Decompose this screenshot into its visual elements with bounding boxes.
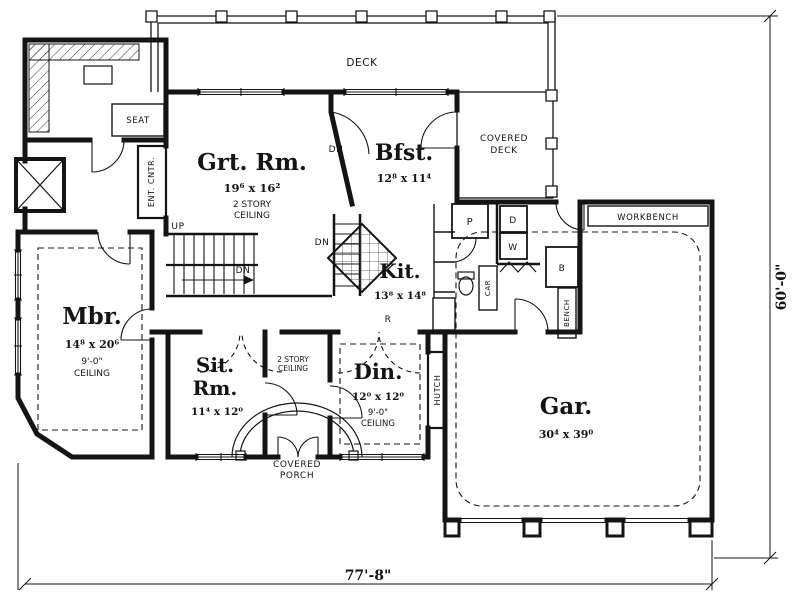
range-label: R <box>385 315 392 325</box>
breakfast-dims: 12⁸ x 11⁴ <box>377 172 432 185</box>
dn-label-stairs: DN <box>236 266 251 276</box>
garage-doors <box>443 518 714 538</box>
hutch-niche <box>426 350 448 430</box>
hutch-label: HUTCH <box>433 375 442 406</box>
utility-area <box>451 203 579 339</box>
garage-name: Gar. <box>540 393 593 420</box>
stair-arrow-head <box>244 275 254 285</box>
mbr-ceiling-dashed <box>37 247 143 431</box>
dim-right-label: 60'-0" <box>774 264 790 311</box>
dining-note2: CEILING <box>361 419 395 429</box>
workbench-label: WORKBENCH <box>617 213 679 223</box>
dim-bottom-line <box>17 463 719 591</box>
sitting-dims: 11⁴ x 12⁰ <box>191 406 243 418</box>
dryer-label: D <box>509 216 517 226</box>
deck-label: DECK <box>346 57 378 69</box>
covered-deck-posts <box>545 89 558 198</box>
breakfast-name: Bfst. <box>375 140 433 166</box>
seat-box <box>111 103 165 137</box>
closet-hatching <box>28 43 140 133</box>
arch-openings-dashed <box>199 331 421 374</box>
porch-line2: PORCH <box>280 471 314 481</box>
master-name: Mbr. <box>62 303 122 330</box>
master-note2: CEILING <box>74 369 110 379</box>
dimension-lines <box>17 9 778 591</box>
master-note1: 9'-0" <box>81 357 102 367</box>
toilet-tank <box>457 271 475 280</box>
seat-label: SEAT <box>126 116 150 126</box>
porch-line1: COVERED <box>273 460 321 470</box>
covered-deck-line2: DECK <box>490 146 518 156</box>
two-story-line2: CEILING <box>278 364 308 373</box>
deck <box>145 10 556 92</box>
closet-strip-left <box>28 43 50 133</box>
cabinet-box <box>478 265 498 311</box>
up-label: UP <box>171 222 184 232</box>
fireplace-x <box>15 158 65 212</box>
master-dims: 14⁸ x 20⁶ <box>65 338 120 351</box>
great-room-name: Grt. Rm. <box>197 149 307 176</box>
covered-deck-line1: COVERED <box>480 134 528 144</box>
covered-deck-outline <box>456 91 554 199</box>
two-story-line1: 2 STORY <box>277 355 309 364</box>
kitchen-island <box>326 222 398 294</box>
exterior-walls <box>15 37 715 523</box>
broom-label: B <box>559 264 566 274</box>
garage-dims: 30⁴ x 39⁰ <box>539 428 594 441</box>
kitchen-name: Kit. <box>379 259 420 283</box>
sitting-name2: Rm. <box>193 376 238 400</box>
deck-posts <box>145 10 556 23</box>
dim-right-line <box>557 9 778 565</box>
garage-piers <box>443 520 714 538</box>
bench-box <box>557 287 577 339</box>
toilet <box>458 276 474 296</box>
great-room-dims: 19⁶ x 16² <box>224 181 281 195</box>
kitchen-counter <box>433 204 455 330</box>
garage-ceiling-dashed <box>455 231 701 507</box>
fireplace <box>14 157 66 213</box>
pantry-label: P <box>467 217 474 228</box>
fireplace-box <box>14 157 66 213</box>
dn-label-backstair: DN <box>315 238 330 248</box>
ent-cntr-label: ENT. CNTR. <box>147 157 156 207</box>
garage-door-panels <box>459 518 690 523</box>
broom-closet <box>545 246 579 288</box>
bench-label: BENCH <box>563 299 571 327</box>
great-room-note2: CEILING <box>234 211 270 221</box>
sitting-name1: Sit. <box>196 353 234 377</box>
covered-deck <box>456 89 558 199</box>
washer-box <box>499 232 528 260</box>
window-seat-box <box>83 65 113 85</box>
dining-note1: 9'-0" <box>368 408 388 418</box>
kitchen-fixtures <box>326 204 456 331</box>
pantry-closet <box>451 203 489 239</box>
deck-railing <box>150 15 556 92</box>
refrigerator <box>432 297 456 331</box>
kitchen-dims: 13⁸ x 14⁸ <box>374 290 426 302</box>
dryer-box <box>499 205 528 233</box>
washer-label: W <box>508 243 518 253</box>
windows <box>14 88 449 461</box>
workbench-box <box>587 205 709 227</box>
dining-dims: 12⁰ x 12⁰ <box>352 391 404 403</box>
car-label: CAR <box>484 280 492 296</box>
dining-name: Din. <box>354 359 403 384</box>
dim-bottom-label: 77'-8" <box>345 568 392 584</box>
dining-ceiling-dashed <box>339 343 421 445</box>
ent-cntr-niche <box>136 144 168 220</box>
dn-label-breakfast: DN <box>329 145 344 155</box>
great-room-note1: 2 STORY <box>233 200 272 210</box>
